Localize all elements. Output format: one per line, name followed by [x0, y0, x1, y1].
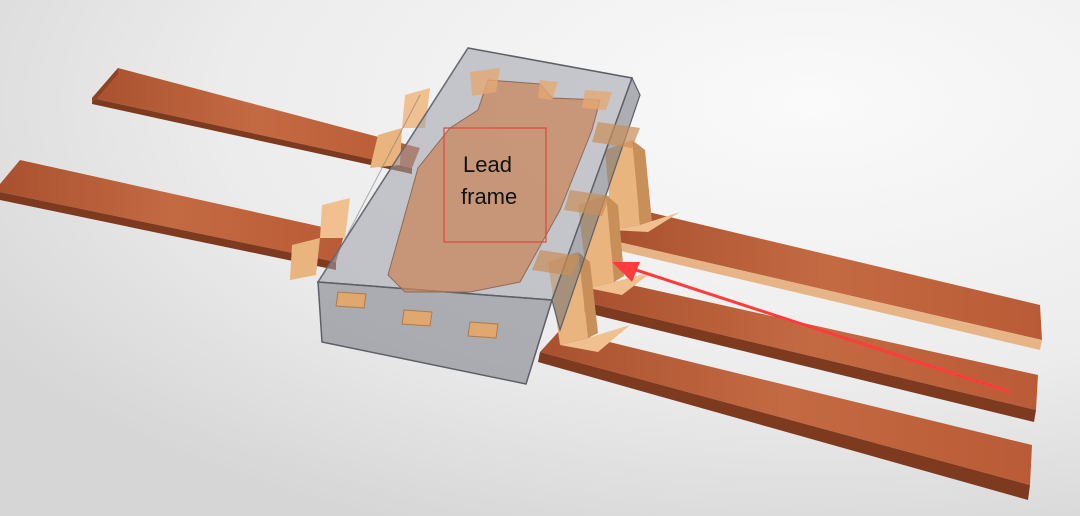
bottom-pad-3	[467, 321, 499, 339]
right-lead-top	[608, 210, 1042, 350]
bottom-pad-2	[401, 309, 433, 327]
right-lead-bottom	[538, 330, 1032, 500]
lead-frame-highlight-box	[443, 127, 547, 243]
left-lead-top	[92, 68, 420, 174]
lead-frame-label-line1: Lead	[463, 152, 512, 177]
red-arrow	[612, 262, 1011, 394]
bottom-pad-1	[335, 291, 367, 309]
lead-frame-paddle	[387, 68, 640, 293]
left-bend-2	[290, 198, 350, 280]
lead-frame-label-line2: frame	[461, 184, 517, 209]
right-lead-middle	[583, 278, 1038, 422]
left-lead-bottom	[0, 160, 345, 270]
